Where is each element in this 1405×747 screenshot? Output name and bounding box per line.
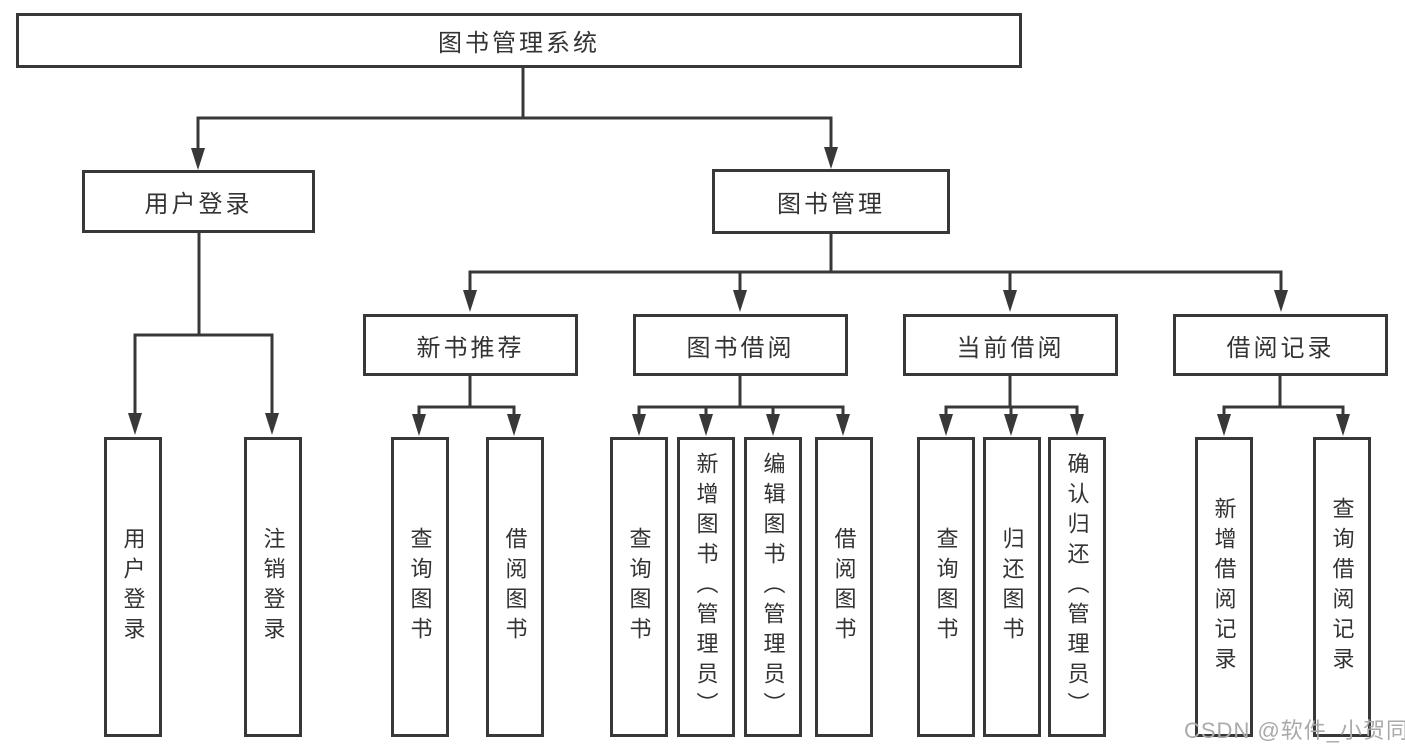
node-library-management-system: 图书管理系统 bbox=[16, 13, 1022, 68]
connector-current-borrow-to-leaves bbox=[939, 374, 1084, 436]
leaf-query-books-current-label: 查询图书 bbox=[933, 527, 959, 647]
node-borrow-records: 借阅记录 bbox=[1173, 314, 1388, 376]
node-user-login: 用户登录 bbox=[82, 170, 315, 233]
node-book-management: 图书管理 bbox=[712, 169, 950, 234]
leaf-add-borrow-record-label: 新增借阅记录 bbox=[1211, 497, 1237, 677]
leaf-user-login-label: 用户登录 bbox=[120, 527, 146, 647]
leaf-add-book-admin-label: 新增图书（管理员） bbox=[693, 452, 719, 722]
leaf-borrow-books-recommend-label: 借阅图书 bbox=[502, 527, 528, 647]
leaf-confirm-return-admin-label: 确认归还（管理员） bbox=[1064, 452, 1090, 722]
leaf-logout-label: 注销登录 bbox=[260, 527, 286, 647]
leaf-borrow-books-recommend: 借阅图书 bbox=[486, 437, 544, 737]
leaf-return-book: 归还图书 bbox=[983, 437, 1041, 737]
connector-borrow-records-to-leaves bbox=[1217, 374, 1350, 436]
leaf-confirm-return-admin: 确认归还（管理员） bbox=[1048, 437, 1106, 737]
leaf-user-login: 用户登录 bbox=[104, 437, 162, 737]
leaf-return-book-label: 归还图书 bbox=[999, 527, 1025, 647]
node-book-borrow: 图书借阅 bbox=[633, 314, 848, 376]
leaf-query-books-recommend: 查询图书 bbox=[391, 437, 449, 737]
leaf-add-book-admin: 新增图书（管理员） bbox=[677, 437, 735, 737]
connector-new-book-recommend-to-leaves bbox=[412, 374, 521, 436]
leaf-borrow-books-label: 借阅图书 bbox=[831, 527, 857, 647]
leaf-borrow-books: 借阅图书 bbox=[815, 437, 873, 737]
connector-root-to-level2 bbox=[191, 66, 838, 170]
csdn-watermark: CSDN @软件_小贺同学 bbox=[1184, 718, 1405, 743]
leaf-logout: 注销登录 bbox=[244, 437, 302, 737]
leaf-edit-book-admin-label: 编辑图书（管理员） bbox=[760, 452, 786, 722]
leaf-add-borrow-record: 新增借阅记录 bbox=[1195, 437, 1253, 737]
leaf-query-books-current: 查询图书 bbox=[917, 437, 975, 737]
connector-user-login-to-leaves bbox=[128, 231, 279, 435]
connector-book-management-to-level3 bbox=[463, 232, 1288, 312]
node-new-book-recommend: 新书推荐 bbox=[363, 314, 578, 376]
leaf-query-borrow-record-label: 查询借阅记录 bbox=[1329, 497, 1355, 677]
leaf-query-books-recommend-label: 查询图书 bbox=[407, 527, 433, 647]
leaf-query-books-borrow-label: 查询图书 bbox=[626, 527, 652, 647]
leaf-query-borrow-record: 查询借阅记录 bbox=[1313, 437, 1371, 737]
leaf-edit-book-admin: 编辑图书（管理员） bbox=[744, 437, 802, 737]
connector-book-borrow-to-leaves bbox=[632, 374, 850, 436]
node-current-borrow: 当前借阅 bbox=[903, 314, 1118, 376]
leaf-query-books-borrow: 查询图书 bbox=[610, 437, 668, 737]
